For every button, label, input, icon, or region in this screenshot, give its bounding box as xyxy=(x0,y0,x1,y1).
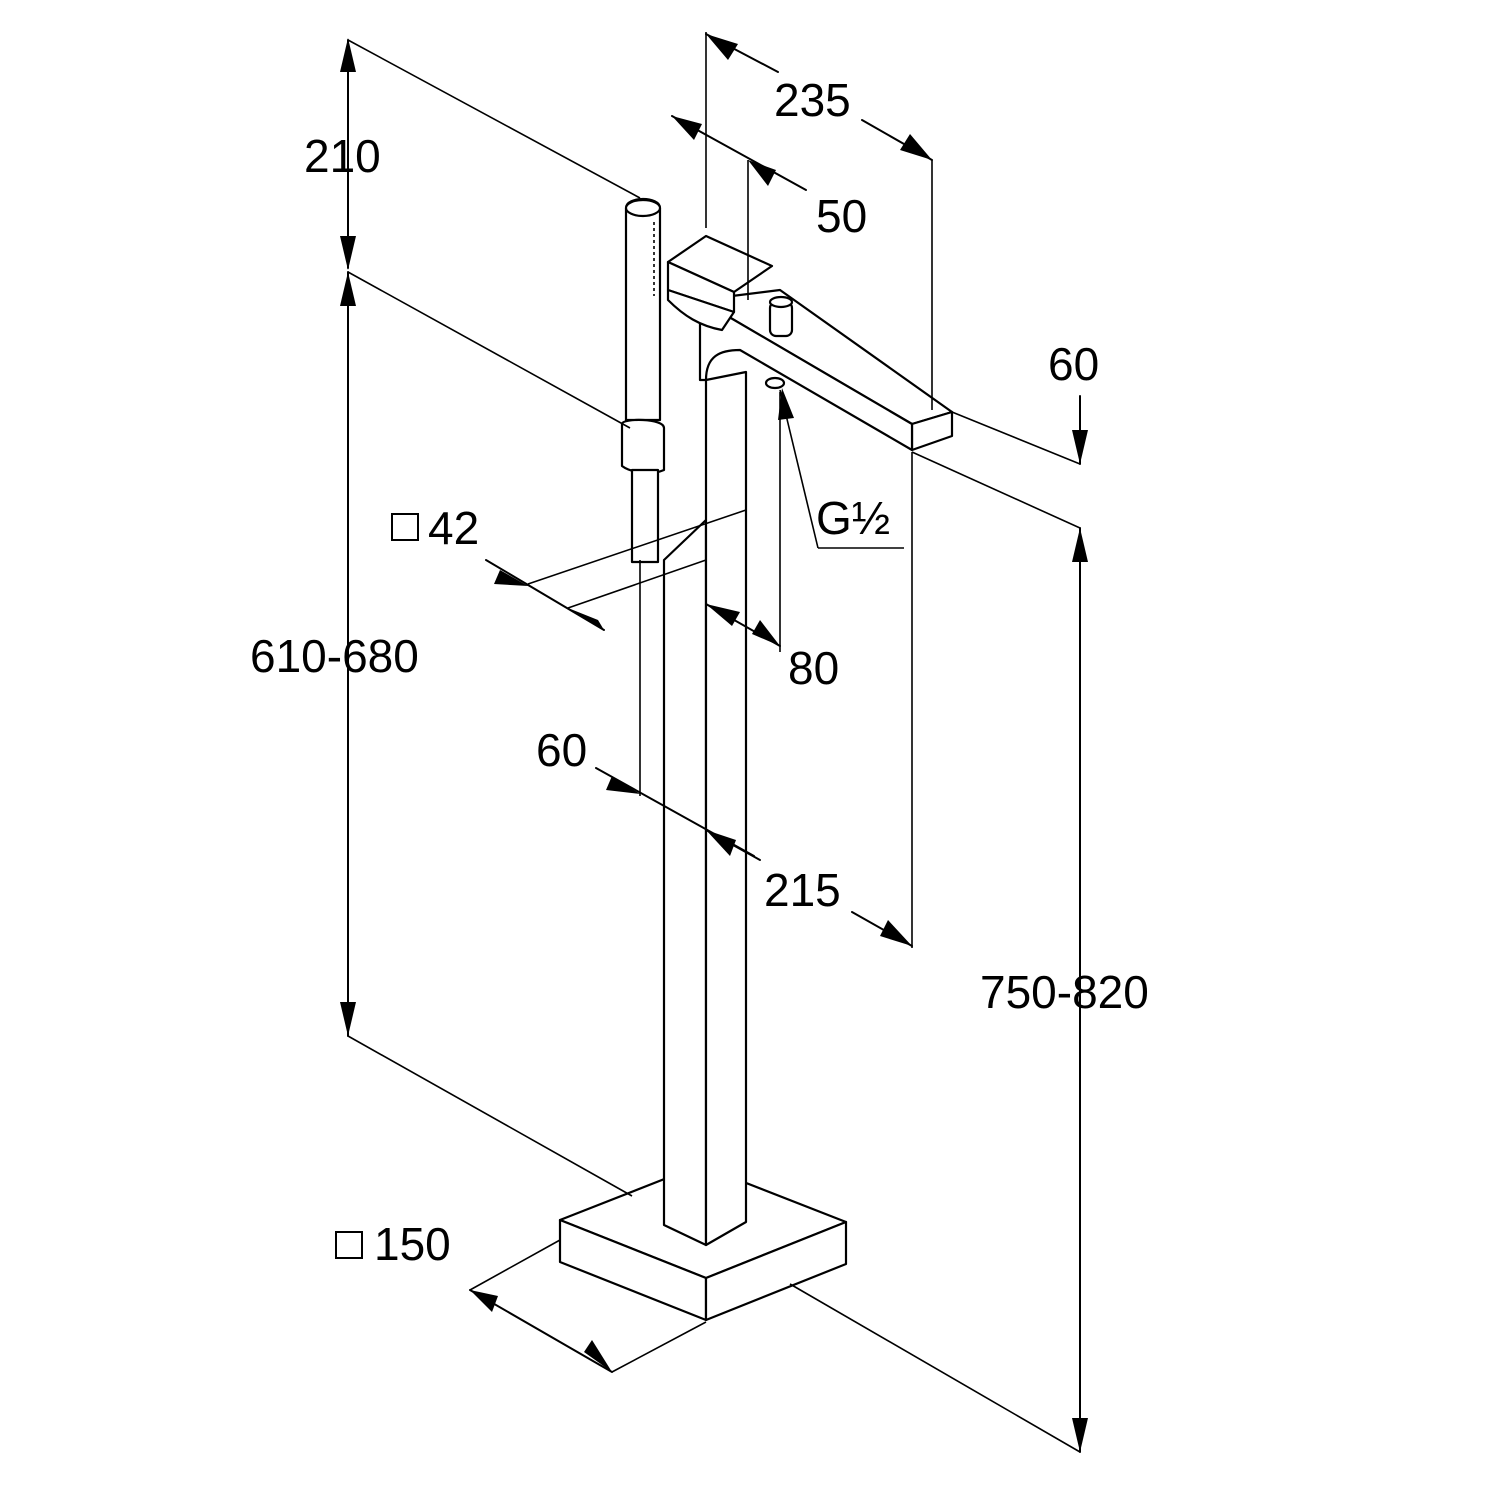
label-50: 50 xyxy=(816,190,867,242)
spout-underside xyxy=(698,298,914,452)
connection-nut xyxy=(764,376,786,390)
dimension-lines xyxy=(340,32,1088,1453)
label-150: 150 xyxy=(374,1218,451,1270)
label-215: 215 xyxy=(764,864,841,916)
square-symbol-icon xyxy=(335,1231,363,1259)
label-60-top: 60 xyxy=(1048,338,1099,390)
label-g-half: G½ xyxy=(816,492,890,544)
label-610-680: 610-680 xyxy=(250,630,419,682)
label-235: 235 xyxy=(774,74,851,126)
lever-base xyxy=(666,288,736,332)
base-plate-side xyxy=(704,1220,848,1322)
column-side xyxy=(704,370,748,1247)
handshower-holder xyxy=(620,418,666,475)
handshower xyxy=(624,197,662,422)
square-symbol-icon xyxy=(391,513,419,541)
label-60-column: 60 xyxy=(536,724,587,776)
faucet-body xyxy=(558,197,954,1322)
label-750-820: 750-820 xyxy=(980,966,1149,1018)
label-210: 210 xyxy=(304,130,381,182)
diverter-knob-cap xyxy=(768,295,794,309)
label-42: 42 xyxy=(428,502,479,554)
column-front xyxy=(662,518,708,1247)
dimension-labels: 210 235 50 60 42 610-680 G½ 80 60 215 75… xyxy=(250,74,1149,1270)
label-80: 80 xyxy=(788,642,839,694)
handshower-head xyxy=(624,198,662,218)
